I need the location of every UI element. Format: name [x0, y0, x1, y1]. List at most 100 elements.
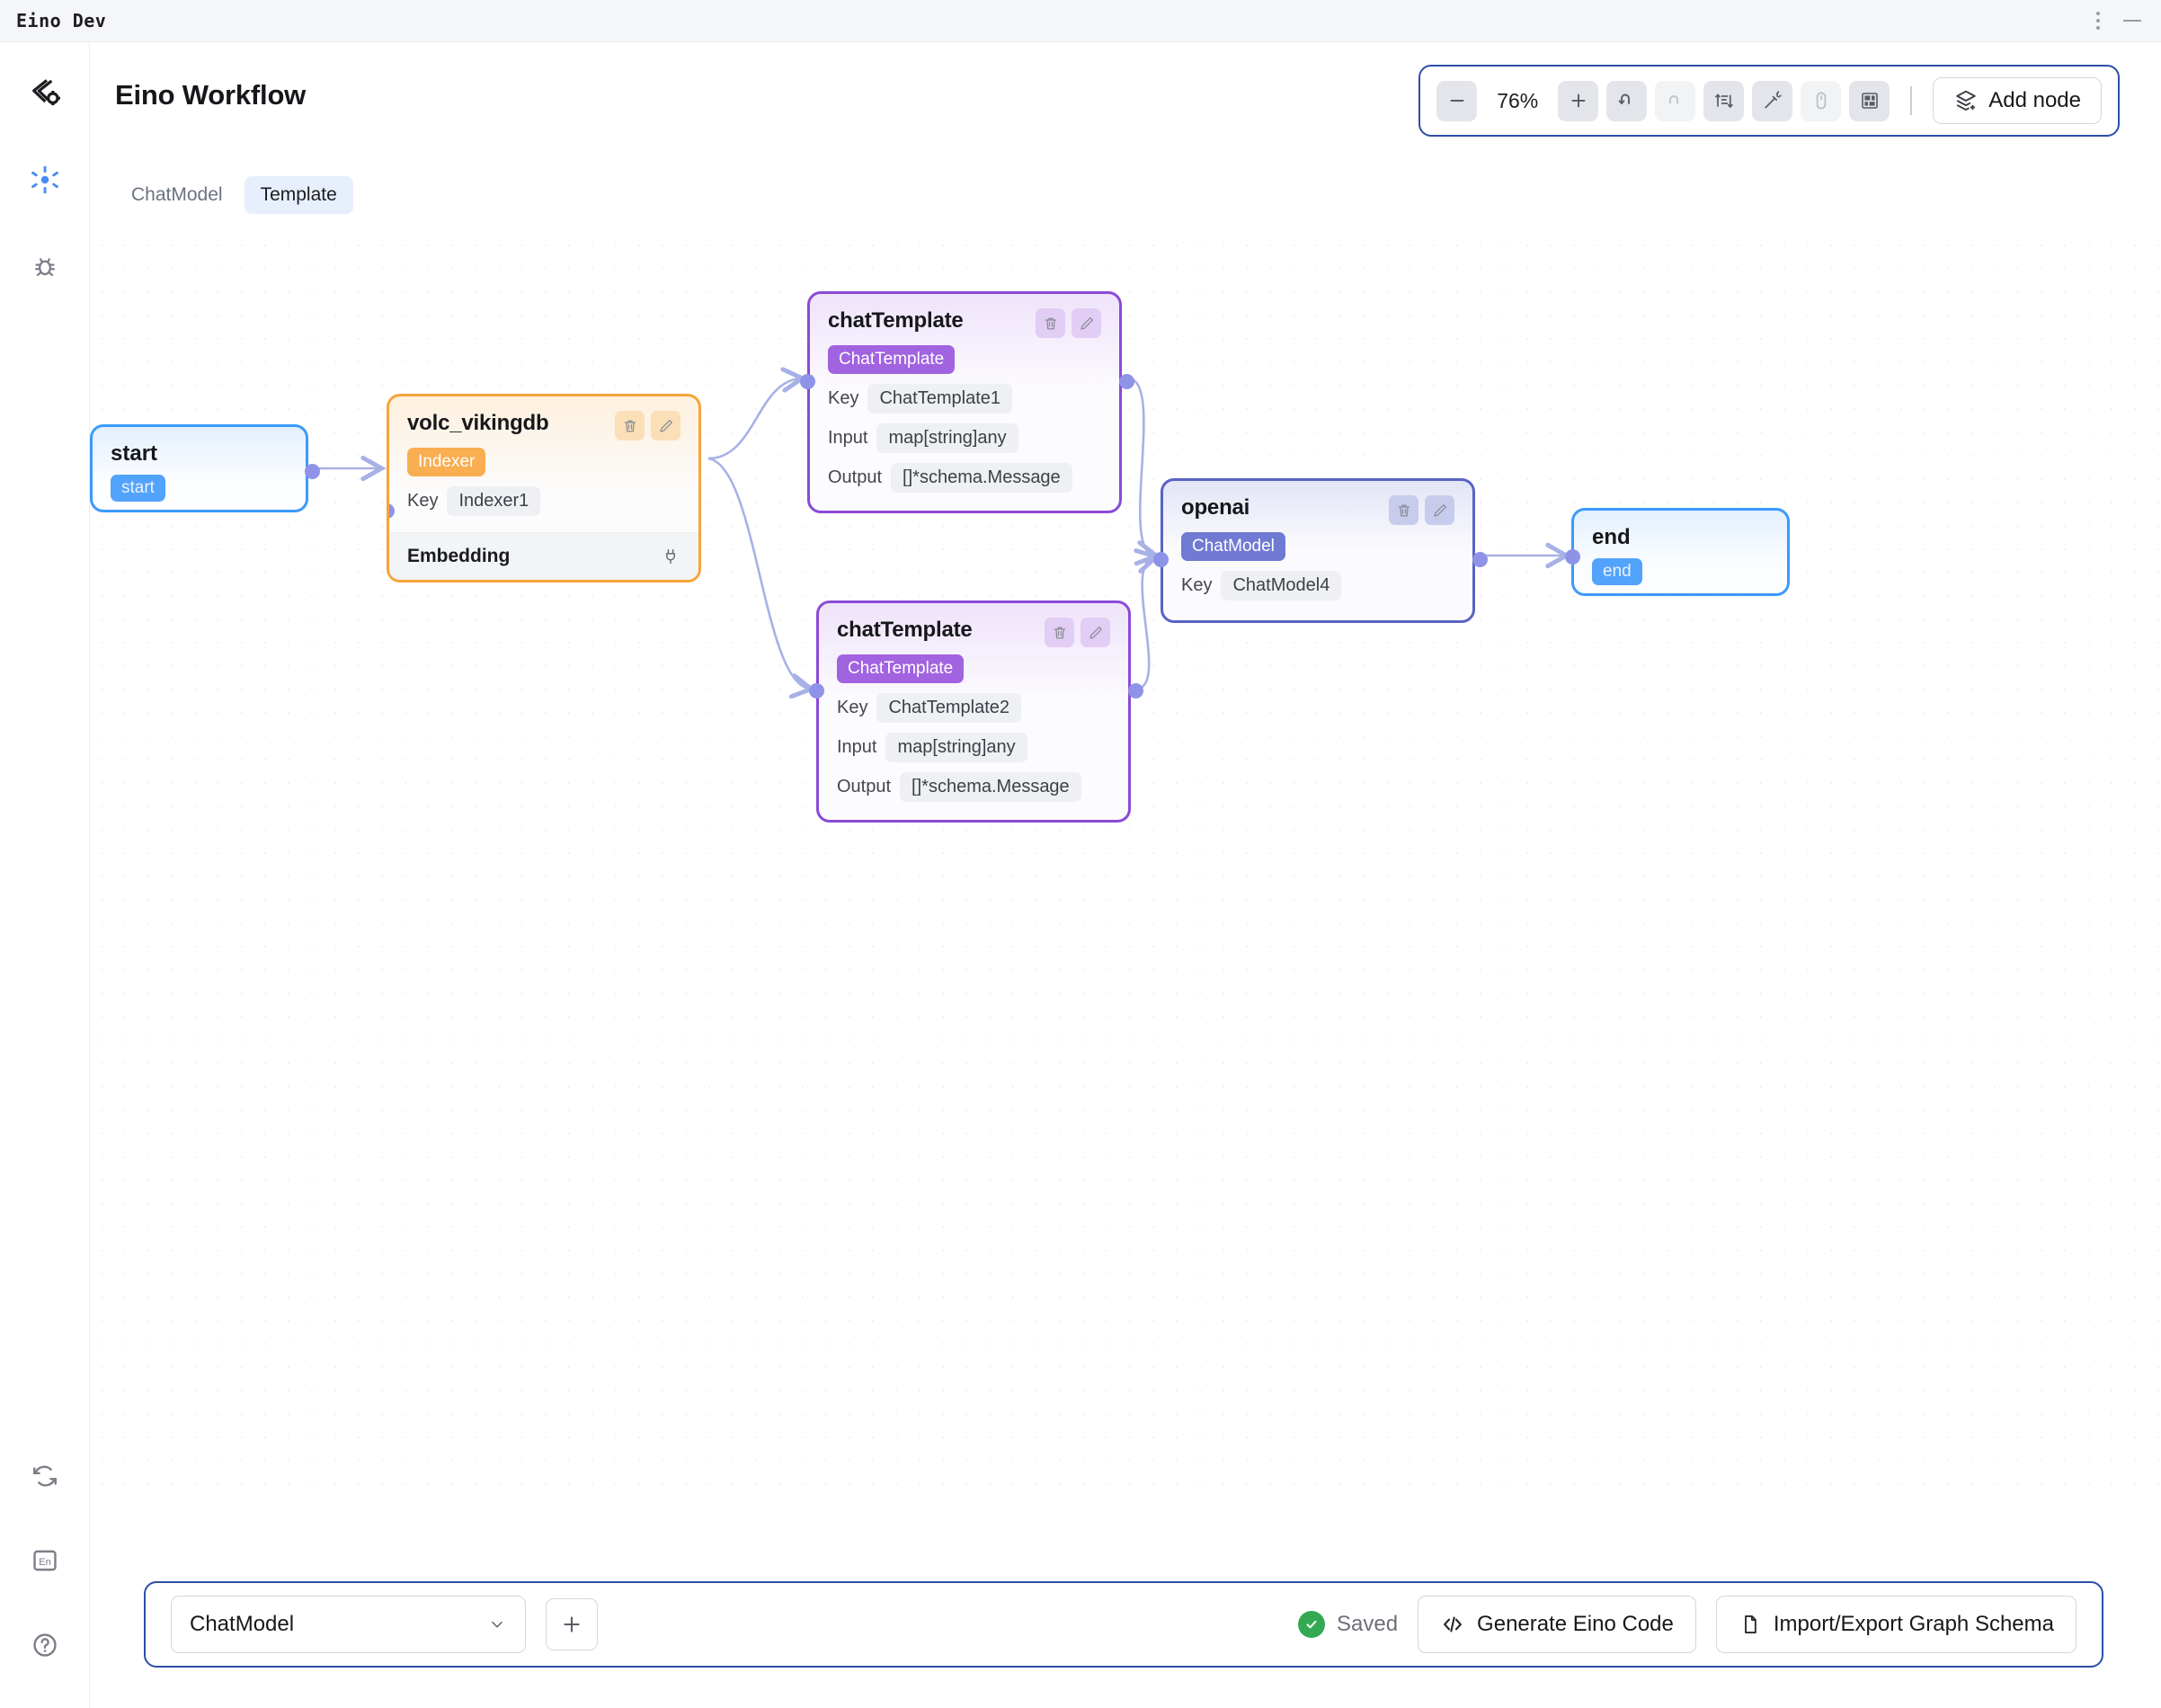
port-chat-template-2-out[interactable]: [1128, 683, 1143, 698]
node-openai-title: openai: [1181, 495, 1250, 520]
minimize-icon[interactable]: [2123, 20, 2141, 22]
node-end[interactable]: end end: [1565, 508, 1790, 596]
refresh-icon[interactable]: [25, 1456, 65, 1496]
node-chat-template-1-input-value: map[string]any: [876, 423, 1018, 453]
help-circle-icon[interactable]: [25, 1625, 65, 1665]
save-status-label: Saved: [1336, 1612, 1399, 1636]
node-volc-vikingdb-title: volc_vikingdb: [407, 411, 549, 435]
node-openai[interactable]: openai ChatModel Key ChatModel4: [1153, 478, 1488, 623]
mouse-pointer-icon[interactable]: [1801, 80, 1842, 121]
trash-icon[interactable]: [1036, 308, 1065, 338]
port-chat-template-2-in[interactable]: [809, 683, 824, 698]
node-end-title: end: [1592, 525, 1631, 549]
generate-eino-code-button[interactable]: Generate Eino Code: [1418, 1596, 1696, 1653]
plug-icon: [666, 548, 675, 565]
import-export-graph-schema-button[interactable]: Import/Export Graph Schema: [1715, 1596, 2077, 1653]
tab-template[interactable]: Template: [244, 176, 353, 214]
code-brackets-icon: [1444, 1616, 1462, 1632]
node-chat-template-2-badge: ChatTemplate: [837, 654, 965, 683]
rail-item-graph[interactable]: [25, 160, 65, 200]
language-en-icon[interactable]: En: [25, 1541, 65, 1580]
zoom-level-label: 76%: [1497, 88, 1539, 112]
add-layers-icon: [1956, 90, 1976, 111]
node-chat-template-1-input-label: Input: [828, 428, 868, 448]
node-chat-template-1-output-label: Output: [828, 467, 883, 487]
node-chat-template-1-key-value: ChatTemplate1: [867, 384, 1012, 414]
tab-chatmodel[interactable]: ChatModel: [131, 184, 223, 205]
port-volc-vikingdb-in[interactable]: [389, 503, 395, 519]
undo-button[interactable]: [1606, 80, 1648, 121]
bottom-bar: ChatModel Saved Generate Eino Code Impor…: [144, 1581, 2103, 1668]
port-openai-in[interactable]: [1153, 552, 1169, 567]
node-type-select-value: ChatModel: [190, 1612, 295, 1636]
node-chat-template-2-output-label: Output: [837, 777, 892, 796]
node-end-badge: end: [1592, 558, 1642, 585]
add-node-type-button[interactable]: [546, 1598, 598, 1650]
check-circle-icon: [1297, 1611, 1325, 1638]
page-title: Eino Workflow: [115, 79, 307, 111]
node-start-title: start: [111, 441, 158, 466]
node-chat-template-2-title: chatTemplate: [837, 618, 973, 642]
minimap-icon[interactable]: [1849, 80, 1890, 121]
app-logo-icon[interactable]: [25, 74, 65, 113]
node-volc-vikingdb-badge: Indexer: [407, 448, 486, 476]
node-volc-vikingdb-footer-label: Embedding: [407, 546, 511, 566]
svg-text:En: En: [39, 1557, 51, 1568]
plus-icon: [564, 1616, 580, 1632]
more-vertical-icon[interactable]: [2096, 12, 2100, 30]
pencil-icon[interactable]: [1080, 618, 1110, 647]
pencil-icon[interactable]: [651, 411, 680, 440]
import-export-graph-schema-label: Import/Export Graph Schema: [1773, 1612, 2054, 1636]
node-chat-template-1-key-label: Key: [828, 388, 859, 408]
node-openai-key-label: Key: [1181, 575, 1213, 595]
port-chat-template-1-in[interactable]: [800, 374, 815, 389]
toolbar-divider: [1910, 86, 1913, 115]
node-chat-template-2-output-value: []*schema.Message: [900, 772, 1081, 802]
node-chat-template-2-key-label: Key: [837, 698, 868, 717]
node-openai-key-value: ChatModel4: [1221, 571, 1342, 600]
node-chat-template-1-output-value: []*schema.Message: [891, 463, 1072, 493]
add-node-button[interactable]: Add node: [1933, 77, 2102, 124]
node-chat-template-1-title: chatTemplate: [828, 308, 964, 333]
zoom-out-button[interactable]: [1436, 80, 1478, 121]
pencil-icon[interactable]: [1425, 495, 1454, 525]
node-type-select[interactable]: ChatModel: [171, 1596, 526, 1653]
port-openai-out[interactable]: [1472, 552, 1488, 567]
node-chat-template-1[interactable]: chatTemplate ChatTemplate Key ChatTempla…: [800, 291, 1134, 513]
port-end-in[interactable]: [1565, 549, 1580, 565]
node-volc-vikingdb[interactable]: volc_vikingdb Indexer: [387, 394, 701, 583]
node-volc-vikingdb-key-value: Indexer1: [447, 486, 541, 516]
title-bar: Eino Dev: [0, 0, 2161, 42]
auto-layout-icon[interactable]: [1703, 80, 1745, 121]
redo-button[interactable]: [1655, 80, 1696, 121]
node-chat-template-2-input-label: Input: [837, 737, 877, 757]
node-chat-template-2-input-value: map[string]any: [885, 733, 1027, 762]
node-volc-vikingdb-embedding-slot[interactable]: Embedding: [389, 532, 698, 580]
tab-bar: ChatModel Template: [115, 176, 353, 214]
workflow-canvas[interactable]: start start volc_vikingdb: [90, 234, 2161, 1492]
trash-icon[interactable]: [615, 411, 645, 440]
rail-item-debug-bug-icon[interactable]: [25, 246, 65, 286]
port-start-out[interactable]: [305, 464, 320, 479]
node-start-badge: start: [111, 475, 165, 502]
node-chat-template-2-key-value: ChatTemplate2: [876, 693, 1021, 723]
magic-wand-icon[interactable]: [1752, 80, 1793, 121]
node-start[interactable]: start start: [90, 424, 320, 512]
node-chat-template-1-badge: ChatTemplate: [828, 345, 956, 374]
node-volc-vikingdb-key-label: Key: [407, 491, 439, 511]
zoom-in-button[interactable]: [1558, 80, 1599, 121]
trash-icon[interactable]: [1045, 618, 1074, 647]
canvas-toolbar: 76%: [1418, 65, 2120, 137]
port-volc-vikingdb-out[interactable]: [698, 503, 701, 519]
pencil-icon[interactable]: [1072, 308, 1101, 338]
chevron-down-icon: [492, 1621, 502, 1628]
node-chat-template-2[interactable]: chatTemplate ChatTemplate Key ChatTempla…: [809, 600, 1143, 823]
save-status: Saved: [1297, 1611, 1399, 1638]
left-rail: En: [0, 42, 90, 1708]
file-icon: [1744, 1615, 1756, 1634]
generate-eino-code-label: Generate Eino Code: [1477, 1612, 1674, 1636]
node-openai-badge: ChatModel: [1181, 532, 1285, 561]
add-node-label: Add node: [1988, 88, 2081, 112]
port-chat-template-1-out[interactable]: [1119, 374, 1134, 389]
trash-icon[interactable]: [1389, 495, 1418, 525]
